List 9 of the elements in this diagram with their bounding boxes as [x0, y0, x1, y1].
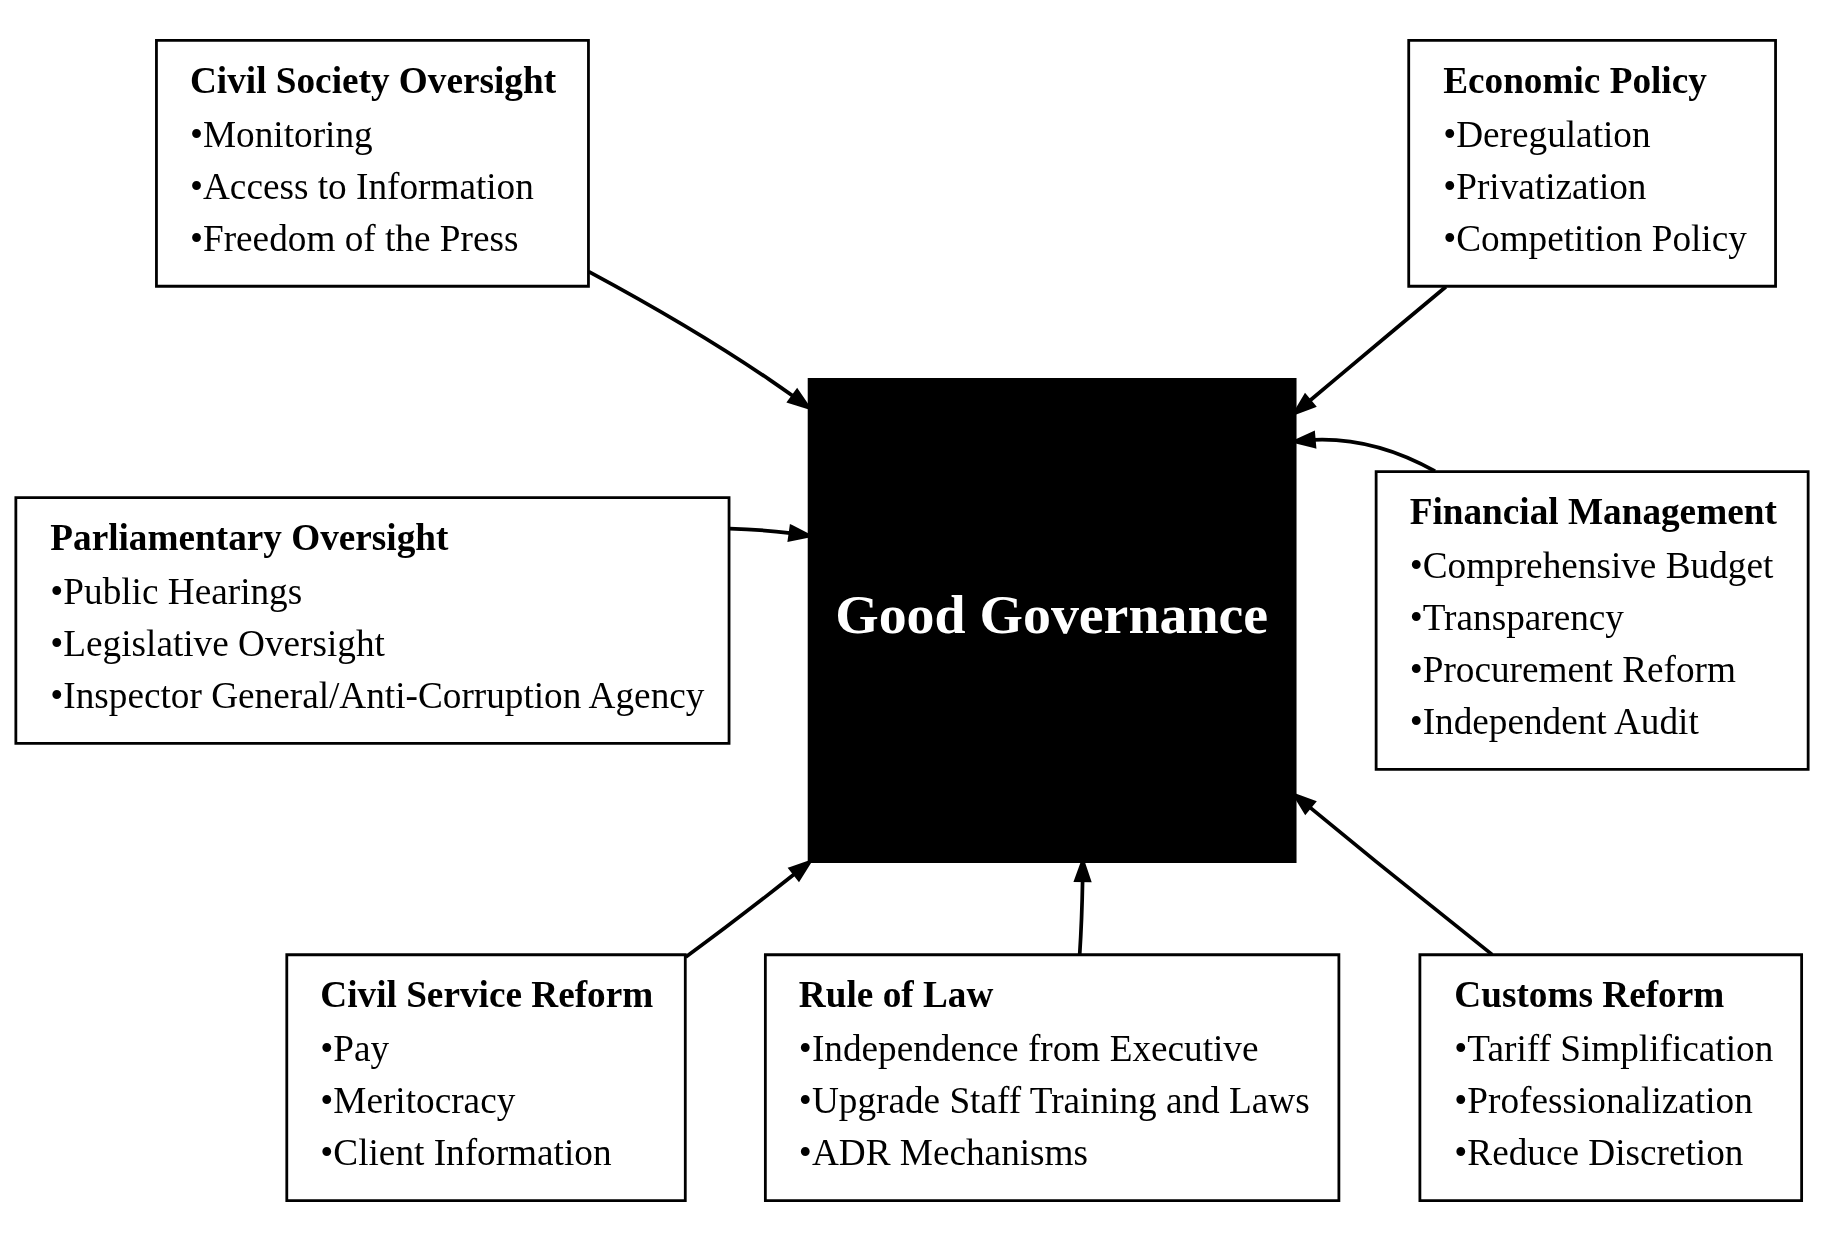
node-box: Civil Society Oversight •Monitoring •Access to Information •Freedom of the Press [155, 38, 590, 288]
arrow [684, 858, 814, 959]
node-box: Rule of Law •Independence from Executive •Upgrade Staff Training and Laws •ADR Mechanisms [763, 952, 1341, 1202]
node-box: Civil Service Reform •Pay •Meritocracy •Client Information [285, 952, 687, 1202]
node-box: Financial Management •Comprehensive Budget •Transparency •Procurement Reform •Independent Audit [1374, 469, 1810, 771]
node-box: Customs Reform •Tariff Simplification •Professionalization •Reduce Discretion [1418, 952, 1804, 1202]
node-box: Parliamentary Oversight •Public Hearings •Legislative Oversight •Inspector General/Anti-Corruption Agency [14, 495, 731, 745]
node-box: Good Governance [807, 377, 1297, 863]
node-box: Economic Policy •Deregulation •Privatization •Competition Policy [1407, 38, 1777, 288]
